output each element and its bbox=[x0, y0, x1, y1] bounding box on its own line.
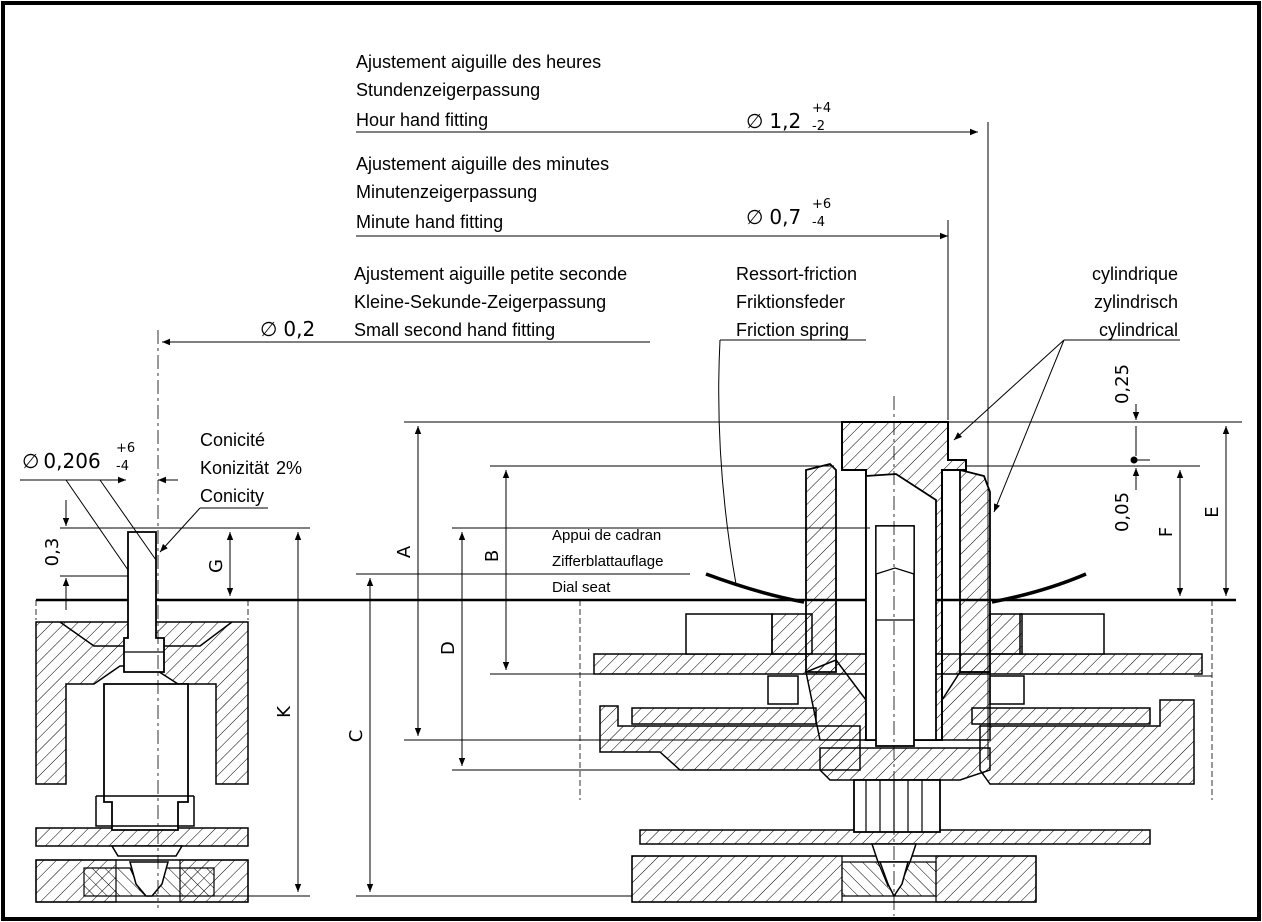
friction-spring-label-fr: Ressort-friction bbox=[736, 264, 857, 284]
friction-spring-label-de: Friktionsfeder bbox=[736, 292, 845, 312]
friction-spring-label-en: Friction spring bbox=[736, 320, 849, 340]
dim-label-c: C bbox=[346, 730, 367, 743]
pivot-diameter: ∅0,206 bbox=[22, 449, 101, 473]
cylindrical-label-fr: cylindrique bbox=[1092, 264, 1178, 284]
dim-label-f: F bbox=[1156, 527, 1177, 537]
hour-hand-label-en: Hour hand fitting bbox=[356, 110, 488, 130]
hour-hand-tol-lower: -2 bbox=[812, 119, 825, 134]
conicity-label-en: Conicity bbox=[200, 486, 264, 506]
motion-works-assembly bbox=[579, 396, 1213, 916]
small-second-label-fr: Ajustement aiguille petite seconde bbox=[354, 264, 627, 284]
dim-label-e: E bbox=[1202, 506, 1223, 517]
hour-hand-label-de: Stundenzeigerpassung bbox=[356, 80, 540, 100]
cylindrical-label-de: zylindrisch bbox=[1094, 292, 1178, 312]
small-second-diameter: ∅0,2 bbox=[260, 317, 315, 341]
dim-label-0-05: 0,05 bbox=[1112, 492, 1133, 532]
minute-hand-label-en: Minute hand fitting bbox=[356, 212, 503, 232]
minute-hand-tol-upper: +6 bbox=[812, 197, 831, 212]
dim-label-d: D bbox=[438, 641, 459, 655]
cylindrical-label-en: cylindrical bbox=[1099, 320, 1178, 340]
dial-seat-label-en: Dial seat bbox=[552, 579, 611, 596]
conicity-value: 2% bbox=[276, 458, 302, 478]
hour-hand-label-fr: Ajustement aiguille des heures bbox=[356, 52, 601, 72]
dim-label-0-3: 0,3 bbox=[42, 538, 63, 567]
dimension-node-dot bbox=[1130, 456, 1138, 464]
minute-hand-tol-lower: -4 bbox=[812, 215, 825, 230]
minute-hand-diameter: ∅0,7 bbox=[746, 205, 801, 229]
small-second-pivot-assembly bbox=[35, 330, 249, 908]
minute-hand-label-fr: Ajustement aiguille des minutes bbox=[356, 154, 609, 174]
conicity-label-de: Konizität bbox=[200, 458, 269, 478]
pivot-tol-upper: +6 bbox=[116, 441, 135, 456]
pivot-tol-lower: -4 bbox=[116, 459, 129, 474]
small-second-label-de: Kleine-Sekunde-Zeigerpassung bbox=[354, 292, 606, 312]
dimension-lines bbox=[20, 122, 1242, 897]
hour-hand-tol-upper: +4 bbox=[812, 101, 831, 116]
dial-seat-label-de: Zifferblattauflage bbox=[552, 553, 663, 570]
dim-label-b: B bbox=[482, 550, 503, 562]
dim-label-g: G bbox=[206, 559, 227, 573]
dial-seat-label-fr: Appui de cadran bbox=[552, 527, 661, 544]
dim-label-a: A bbox=[394, 545, 415, 558]
dim-label-k: K bbox=[274, 705, 295, 718]
hour-hand-diameter: ∅1,2 bbox=[746, 109, 801, 133]
minute-hand-label-de: Minutenzeigerpassung bbox=[356, 182, 537, 202]
conicity-label-fr: Conicité bbox=[200, 430, 265, 450]
dim-label-0-25: 0,25 bbox=[1112, 364, 1133, 404]
small-second-label-en: Small second hand fitting bbox=[354, 320, 555, 340]
